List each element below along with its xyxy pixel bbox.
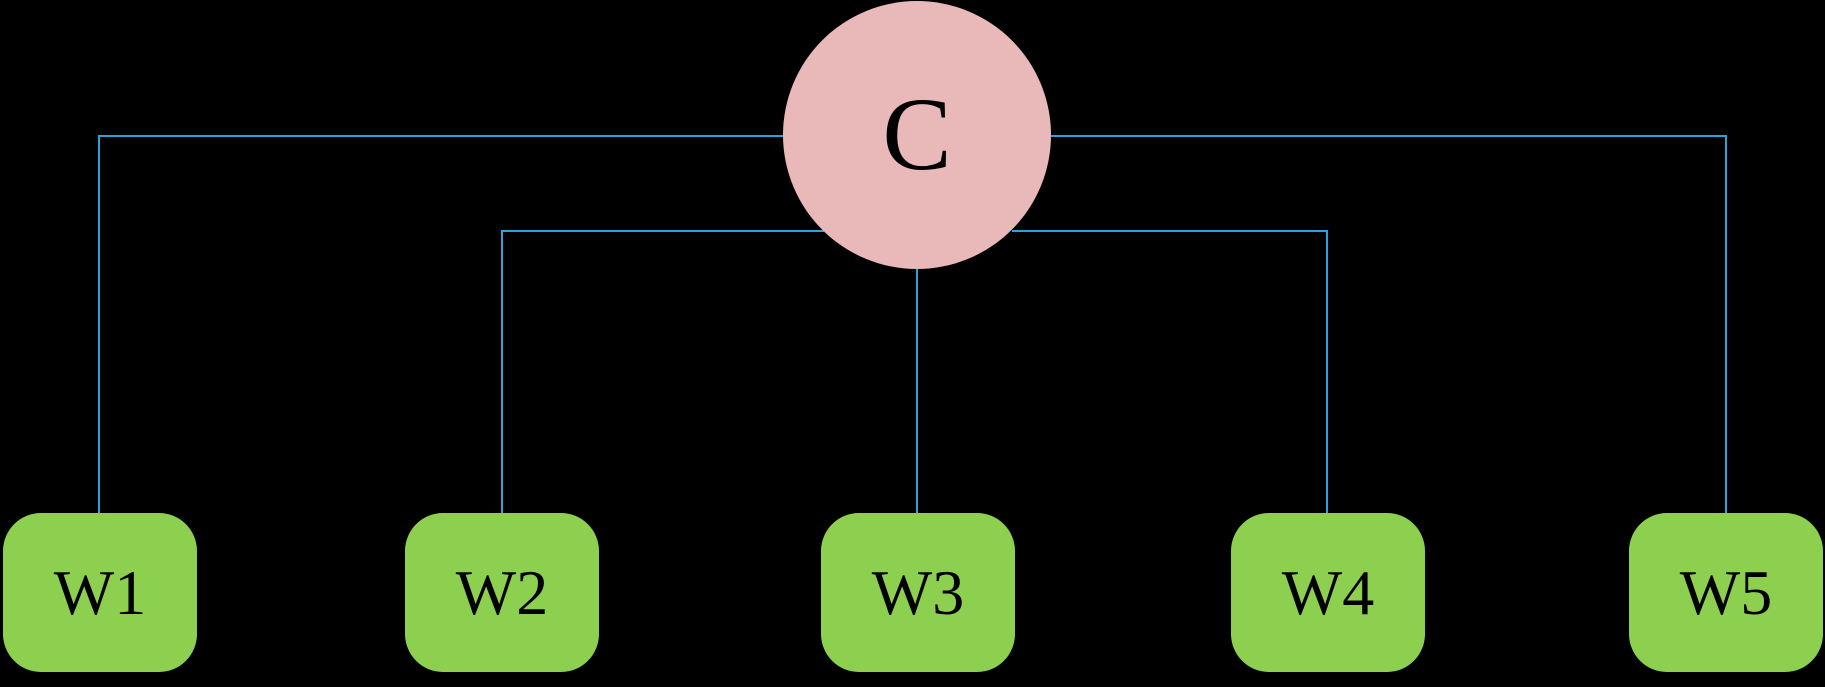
edge-c-w4-horizontal bbox=[1012, 230, 1328, 232]
node-worker-4-label: W4 bbox=[1281, 556, 1375, 628]
node-coordinator[interactable]: C bbox=[783, 1, 1051, 269]
edge-c-w5-vertical bbox=[1725, 135, 1727, 514]
edge-c-w3-vertical bbox=[916, 266, 918, 514]
edge-c-w2-horizontal bbox=[501, 230, 824, 232]
node-worker-2[interactable]: W2 bbox=[405, 513, 599, 672]
node-worker-1-label: W1 bbox=[53, 556, 147, 628]
edge-c-w1-horizontal bbox=[98, 135, 784, 137]
node-worker-5-label: W5 bbox=[1679, 556, 1773, 628]
node-worker-1[interactable]: W1 bbox=[3, 513, 197, 672]
edge-c-w2-vertical bbox=[501, 230, 503, 514]
node-worker-4[interactable]: W4 bbox=[1231, 513, 1425, 672]
node-worker-5[interactable]: W5 bbox=[1629, 513, 1823, 672]
node-worker-3-label: W3 bbox=[871, 556, 965, 628]
edge-c-w4-vertical bbox=[1326, 230, 1328, 514]
edge-c-w1-vertical bbox=[98, 135, 100, 516]
edge-c-w5-horizontal bbox=[1051, 135, 1727, 137]
node-worker-3[interactable]: W3 bbox=[821, 513, 1015, 672]
node-worker-2-label: W2 bbox=[455, 556, 549, 628]
node-coordinator-label: C bbox=[882, 77, 952, 192]
